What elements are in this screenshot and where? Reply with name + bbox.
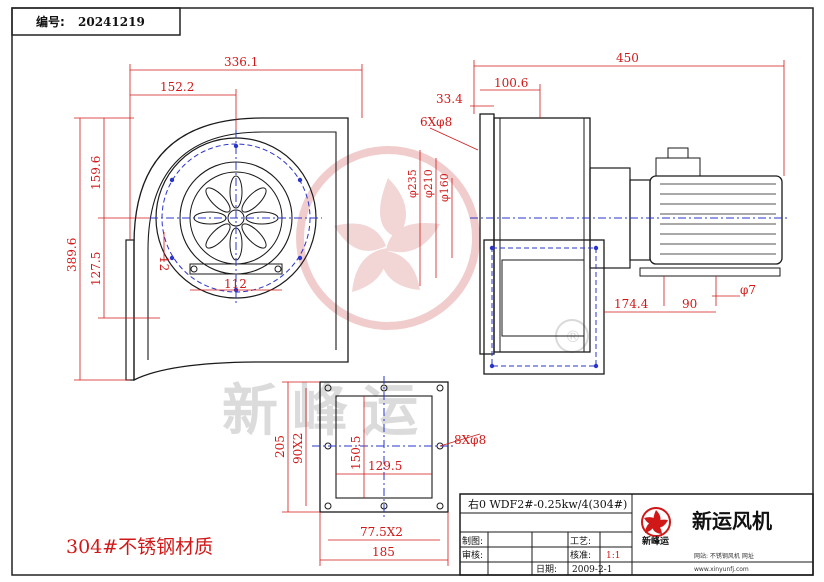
dim-dia-210: φ210	[422, 169, 435, 198]
dim-foot-span: 90	[682, 297, 697, 311]
front-dimensions	[74, 64, 363, 381]
title-row-date: 日期:	[536, 564, 557, 575]
dim-center-offset: 152.2	[160, 80, 194, 94]
title-scale: 1:1	[606, 551, 620, 561]
drawing-border	[11, 7, 814, 576]
dim-outlet-height: 150.5	[349, 436, 363, 470]
watermark-logo: ®	[296, 146, 589, 353]
title-date-value: 2009-2-1	[572, 565, 612, 575]
dim-flange-height: 205	[273, 435, 287, 458]
dim-inlet-span: 112	[224, 277, 247, 291]
dim-outlet-width: 129.5	[368, 459, 402, 473]
title-block	[459, 493, 814, 576]
flange-view	[312, 376, 456, 518]
side-dimensions	[419, 60, 785, 313]
dim-lower-height: 127.5	[89, 252, 103, 286]
dim-inner-offset: 33.4	[436, 92, 463, 106]
dim-flange-pitch-h: 77.5X2	[360, 525, 403, 539]
dim-side-total: 450	[616, 51, 639, 65]
dim-flange-pitch-v: 90X2	[291, 433, 305, 464]
side-view	[470, 113, 790, 375]
title-row-review: 审核:	[462, 549, 483, 561]
brand-website-line: 网站: 不锈钢风机 网址	[694, 552, 754, 560]
front-view	[125, 117, 349, 382]
material-note: 304#不锈钢材质	[66, 536, 213, 558]
header-box	[11, 7, 181, 36]
brand-logo-text: 新峰运	[642, 535, 670, 547]
model-line: 右0 WDF2#-0.25kw/4(304#)	[468, 497, 627, 511]
title-row-check: 核准:	[570, 549, 591, 561]
dim-hole-spec-top: 6Xφ8	[420, 115, 452, 129]
dim-foot-hole: φ7	[740, 283, 756, 297]
brand-name: 新运风机	[692, 509, 772, 533]
dim-small-offset: 12	[157, 256, 171, 271]
dim-overall-width: 336.1	[224, 55, 258, 69]
dim-dia-235: φ235	[406, 169, 419, 198]
dim-dia-160: φ160	[438, 173, 451, 202]
serial-label: 编号:	[35, 14, 65, 29]
dim-flange-width: 185	[372, 545, 395, 559]
title-row-draw: 制图:	[462, 535, 483, 547]
dim-motor-offset: 174.4	[614, 297, 649, 311]
watermark-text: 新峰运	[222, 378, 432, 444]
brand-logo	[641, 507, 671, 537]
dim-side-offset: 100.6	[494, 76, 528, 90]
title-row-process: 工艺:	[570, 536, 591, 547]
brand-url-line: www.xinyunfj.com	[694, 566, 749, 573]
dim-hole-spec-flange: 8Xφ8	[454, 433, 486, 447]
dim-upper-height: 159.6	[89, 156, 103, 190]
dim-total-height: 389.6	[65, 238, 79, 272]
serial-number: 20241219	[78, 15, 145, 29]
flange-dimensions	[282, 381, 481, 566]
